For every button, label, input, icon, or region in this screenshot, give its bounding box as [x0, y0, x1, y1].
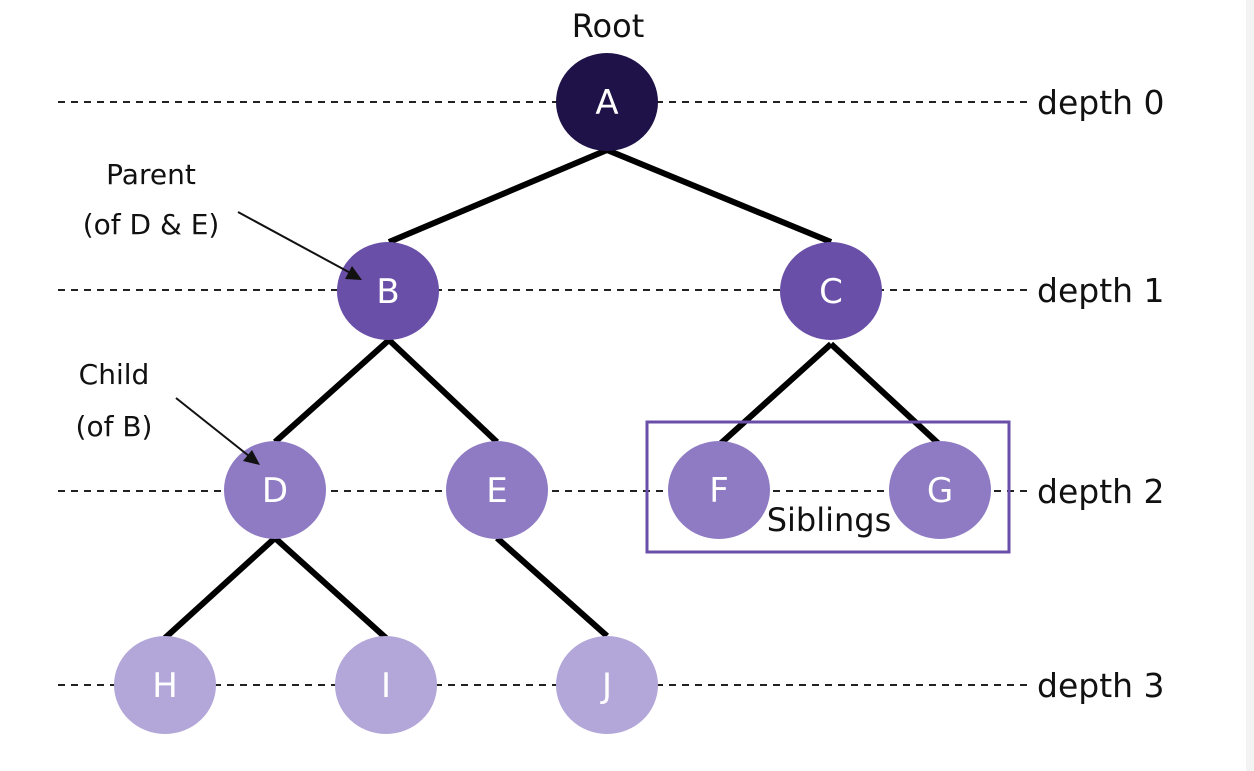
edge-a-c [605, 147, 833, 245]
depth-labels: depth 0 depth 1 depth 2 depth 3 [1037, 83, 1165, 705]
node-h [114, 636, 216, 734]
edge-c-f [716, 341, 834, 448]
node-h-label: H [152, 666, 178, 706]
node-c-label: C [819, 272, 843, 312]
node-a [556, 53, 658, 151]
node-f-label: F [709, 471, 729, 511]
edge-d-i [272, 535, 389, 641]
siblings-label: Siblings [767, 501, 892, 539]
node-g [889, 441, 991, 539]
node-d-label: D [262, 471, 288, 511]
node-a-label: A [595, 83, 618, 123]
node-j [556, 636, 658, 734]
annotation-arrows [175, 211, 362, 465]
edge-a-b [387, 147, 609, 245]
child-label-line1: Child [79, 358, 150, 391]
node-j-label: J [600, 666, 612, 706]
tree-nodes [114, 53, 991, 734]
node-f [668, 441, 770, 539]
node-b [337, 242, 439, 340]
child-label-line2: (of B) [76, 410, 153, 443]
edge-b-d [272, 337, 392, 445]
edge-e-j [495, 535, 609, 639]
parent-arrow-shaft [237, 211, 357, 277]
parent-arrowhead [345, 266, 362, 280]
node-i [335, 636, 437, 734]
right-edge-strip [1246, 0, 1254, 771]
parent-label-line1: Parent [106, 158, 196, 191]
edge-d-h [162, 535, 278, 641]
tree-edges [162, 147, 943, 641]
node-b-label: B [376, 272, 399, 312]
depth-label-2: depth 2 [1037, 472, 1165, 511]
node-e [446, 441, 548, 539]
depth-label-1: depth 1 [1037, 271, 1165, 310]
siblings-box [645, 420, 1011, 554]
child-arrowhead [243, 450, 260, 465]
parent-label-line2: (of D & E) [83, 208, 220, 241]
child-arrow-shaft [175, 397, 255, 461]
root-label: Root [572, 7, 645, 45]
node-e-label: E [486, 471, 507, 511]
node-g-label: G [927, 471, 953, 511]
node-c [780, 242, 882, 340]
depth-label-3: depth 3 [1037, 666, 1165, 705]
depth-label-0: depth 0 [1037, 83, 1165, 122]
node-d [224, 441, 326, 539]
node-letters: A B C D E F G H I J [152, 83, 953, 706]
node-i-label: I [381, 666, 391, 706]
edge-b-e [386, 337, 500, 445]
edge-c-g [828, 341, 943, 448]
